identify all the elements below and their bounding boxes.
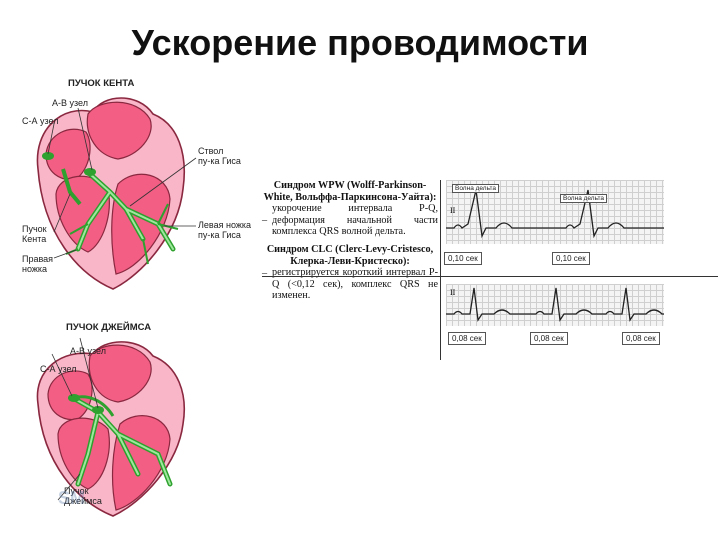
wpw-dash: – (262, 215, 268, 227)
wpw-description: – укорочение интервала P-Q, деформация н… (262, 203, 438, 238)
wpw-ecg-strip: Волна дельта Волна дельта II (446, 180, 664, 244)
kent-sa-node-label: С-А узел (22, 116, 59, 126)
clc-interval-2: 0,08 сек (530, 332, 568, 345)
table-divider (262, 276, 718, 277)
kent-right-leg-label: Правая ножка (22, 254, 54, 274)
clc-description: – регистрируется короткий интервал P-Q (… (262, 267, 438, 302)
slide-title: Ускорение проводимости (131, 22, 589, 63)
clc-ecg-strip: II (446, 284, 664, 326)
kent-bundle-label: Пучок Кента (22, 224, 47, 244)
clc-block: Синдром CLC (Clerc-Levy-Cristesco, Клерк… (262, 244, 438, 302)
wpw-ecg-trace (446, 189, 664, 239)
heart-diagrams-panel: ПУЧОК КЕНТА А-В узел С-А узел Пучок Кент… (18, 74, 258, 524)
wpw-block: Синдром WPW (Wolff-Parkinson-White, Воль… (262, 180, 438, 238)
column-divider (440, 180, 441, 360)
james-sa-node-label: С-А узел (40, 364, 77, 374)
clc-ecg-trace (446, 287, 664, 322)
wpw-delta-wave-label-1: Волна дельта (452, 184, 499, 193)
kent-av-node-label: А-В узел (52, 98, 88, 108)
wpw-body-text: укорочение интервала P-Q, деформация нач… (272, 203, 438, 238)
syndromes-text: Синдром WPW (Wolff-Parkinson-White, Воль… (262, 180, 438, 302)
wpw-lead-label: II (450, 206, 456, 215)
kent-heading: ПУЧОК КЕНТА (68, 78, 135, 89)
james-heading: ПУЧОК ДЖЕЙМСА (66, 322, 152, 333)
kent-heart-illustration (36, 97, 197, 290)
clc-interval-1: 0,08 сек (448, 332, 486, 345)
wpw-interval-1: 0,10 сек (444, 252, 482, 265)
kent-left-leg-label: Левая ножка пу-ка Гиса (198, 220, 252, 240)
kent-his-trunk-label: Ствол пу-ка Гиса (198, 146, 241, 166)
wpw-delta-wave-label-2: Волна дельта (560, 194, 607, 203)
clc-title: Синдром CLC (Clerc-Levy-Cristesco, Клерк… (266, 243, 434, 267)
clc-lead-label: II (450, 288, 456, 297)
watermark-logo: SM (58, 488, 85, 508)
james-heart-illustration (36, 337, 185, 517)
clc-interval-3: 0,08 сек (622, 332, 660, 345)
wpw-interval-2: 0,10 сек (552, 252, 590, 265)
clc-body-text: регистрируется короткий интервал P-Q (<0… (272, 267, 438, 302)
clc-dash: – (262, 268, 268, 280)
james-bundle-label: Пучок Джеймса (64, 486, 102, 506)
james-av-node-label: А-В узел (70, 346, 106, 356)
wpw-title: Синдром WPW (Wolff-Parkinson-White, Воль… (263, 180, 437, 203)
